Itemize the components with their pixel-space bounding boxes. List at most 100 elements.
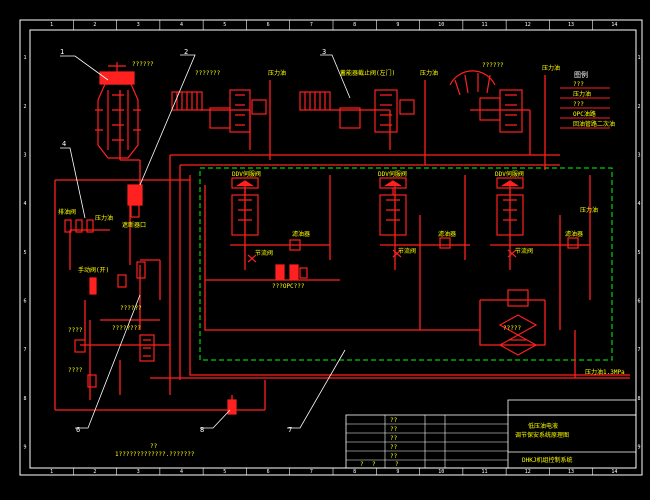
title-block: ?? ?? ?? ?? ?? ? ? ? 低压油电液 调节保安系统原理图 DHK…	[345, 399, 637, 469]
drawing-title-line2: 调节保安系统原理图	[515, 431, 569, 439]
label-valve-q4: ????	[68, 367, 83, 374]
throttle-2	[392, 249, 402, 258]
component-labels: ?????? ??????? 压力油 蓄能器截止阀(左门) 压力油 ??????…	[58, 61, 625, 458]
label-top-right: ??????	[482, 62, 504, 69]
left-gauges	[64, 219, 237, 415]
label-ddv-2: DDV伺服阀	[378, 170, 407, 178]
throttle-1	[247, 254, 257, 263]
row-marker-left: 5	[23, 250, 26, 256]
legend-item-3: ???	[573, 101, 584, 108]
filter-2	[439, 237, 451, 249]
title-row-5: ??	[390, 453, 398, 460]
column-marker-top: 2	[93, 22, 96, 28]
pilot-valve-group-middle	[299, 89, 415, 133]
callout-7: 7	[288, 426, 292, 434]
row-marker-left: 2	[23, 104, 26, 110]
column-marker-bottom: 10	[438, 469, 444, 475]
row-marker-right: 5	[637, 250, 640, 256]
oil-pipe-network	[54, 75, 630, 411]
row-marker-left: 6	[23, 299, 26, 305]
callout-6: 6	[76, 426, 80, 434]
row-marker-right: 1	[637, 55, 640, 61]
row-marker-left: 7	[23, 347, 26, 353]
throttle-3	[507, 249, 517, 258]
main-oil-pump	[95, 62, 141, 159]
row-marker-right: 3	[637, 153, 640, 159]
column-marker-bottom: 2	[93, 469, 96, 475]
label-filter-2: 滤油器	[438, 230, 456, 238]
label-filter-1: 滤油器	[292, 230, 310, 238]
legend-title: 图例	[574, 70, 588, 79]
row-marker-right: 6	[637, 299, 640, 305]
pilot-valve-group-left	[171, 89, 267, 133]
label-pressure-oil-3: 压力油	[542, 64, 560, 72]
title-mark-2: ?	[372, 461, 376, 468]
component-symbols	[64, 62, 579, 415]
column-marker-top: 5	[223, 22, 226, 28]
label-valve-top-left: ???????	[195, 70, 221, 77]
column-marker-bottom: 9	[396, 469, 399, 475]
title-mark-3: ?	[395, 461, 399, 468]
drawing-title-line1: 低压油电液	[528, 422, 558, 430]
column-marker-bottom: 4	[180, 469, 183, 475]
legend: 图例 ??? 压力油 ??? OPC油路 回油管路二次油	[560, 70, 615, 129]
label-valve-q3: ????????	[112, 325, 141, 332]
callout-leaders	[60, 54, 351, 429]
column-marker-bottom: 12	[525, 469, 531, 475]
column-marker-top: 12	[525, 22, 531, 28]
shutoff-valve-left	[127, 184, 143, 218]
callout-numbers: 1 2 3 4 6 8 7	[60, 48, 326, 434]
label-throttle-1: 节流阀	[255, 249, 273, 257]
note-1: ??	[150, 443, 158, 450]
legend-item-4: OPC油路	[573, 110, 596, 118]
column-marker-top: 8	[353, 22, 356, 28]
callout-8: 8	[200, 426, 204, 434]
label-pressure-oil-1: 压力油	[268, 69, 286, 77]
row-marker-left: 1	[23, 55, 26, 61]
label-ddv-1: DDV伺服阀	[232, 170, 261, 178]
column-marker-top: 1	[50, 22, 53, 28]
label-main-valve-3: 蓄能器截止阀(左门)	[340, 69, 395, 77]
column-marker-bottom: 11	[481, 469, 487, 475]
label-throttle-2: 节流阀	[398, 247, 416, 255]
filter-3	[567, 237, 579, 249]
column-marker-bottom: 3	[137, 469, 140, 475]
column-marker-top: 7	[310, 22, 313, 28]
callout-2: 2	[184, 48, 188, 56]
drawing-number: DHKJ机组控制系统	[522, 456, 572, 464]
column-marker-top: 14	[611, 22, 617, 28]
callout-4: 4	[62, 140, 66, 148]
row-marker-right: 4	[637, 201, 640, 207]
callout-1: 1	[60, 48, 64, 56]
row-marker-left: 3	[23, 153, 26, 159]
ddv-valve-3	[496, 177, 524, 236]
row-marker-left: 9	[23, 445, 26, 451]
label-valve-q2: ????	[68, 327, 83, 334]
label-opc: ???OPC???	[272, 283, 305, 290]
label-filter-3: 滤油器	[565, 230, 583, 238]
label-box: ?????	[503, 325, 521, 332]
label-ddv-3: DDV伺服阀	[495, 170, 524, 178]
column-marker-top: 9	[396, 22, 399, 28]
row-marker-left: 8	[23, 396, 26, 402]
title-mark-1: ?	[360, 461, 364, 468]
note-2: 1?????????????.???????	[115, 451, 195, 458]
label-shutoff-valve: 遮断器口	[122, 221, 146, 229]
title-row-2: ??	[390, 426, 398, 433]
ddv-valve-1	[231, 177, 259, 236]
column-marker-top: 3	[137, 22, 140, 28]
label-check-valve-left: 排油阀	[58, 208, 76, 216]
label-valve-q1: ??????	[120, 305, 142, 312]
label-throttle-3: 节流阀	[515, 247, 533, 255]
title-row-4: ??	[390, 444, 398, 451]
legend-item-5: 回油管路二次油	[573, 120, 615, 128]
row-marker-right: 7	[637, 347, 640, 353]
legend-item-1: ???	[573, 81, 584, 88]
cooler-filter-unit	[498, 289, 538, 356]
column-marker-top: 11	[481, 22, 487, 28]
row-marker-right: 2	[637, 104, 640, 110]
column-marker-top: 10	[438, 22, 444, 28]
